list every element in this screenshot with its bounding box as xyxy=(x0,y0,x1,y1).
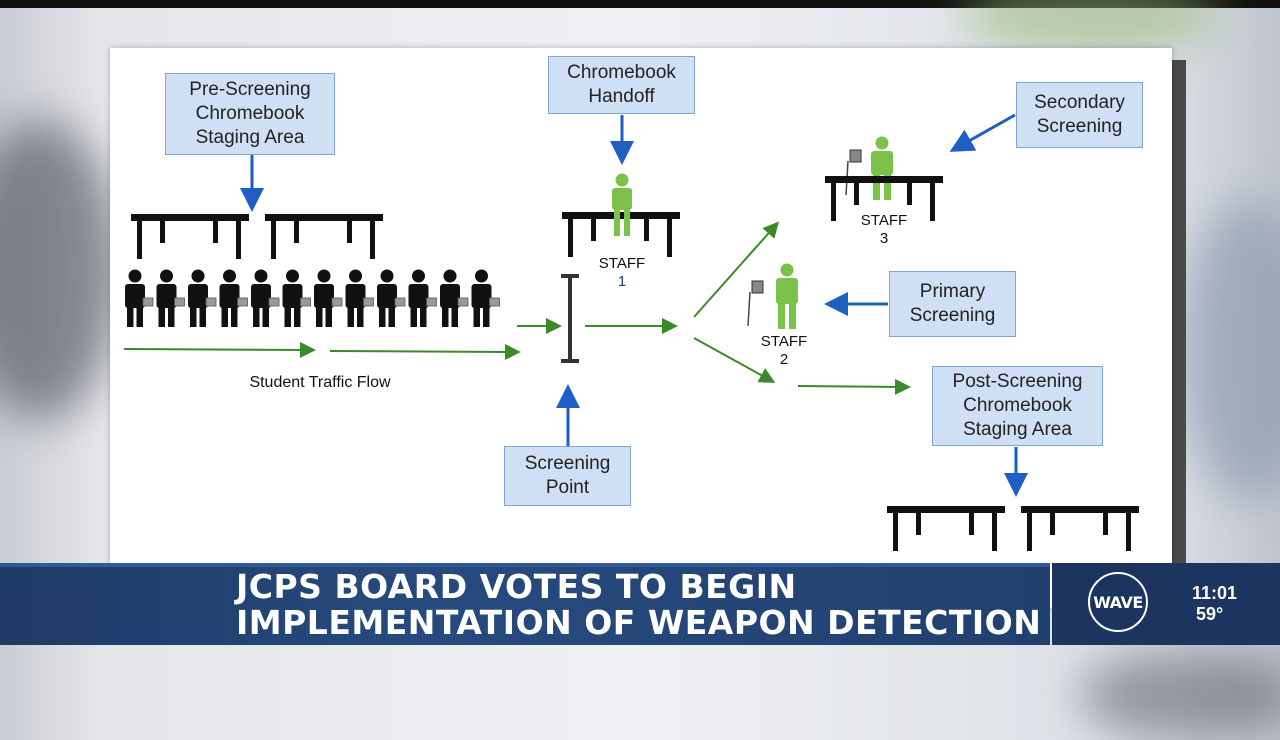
pointer-arrow xyxy=(949,113,1016,152)
post-screening-table-right xyxy=(1021,506,1139,551)
flow-arrow xyxy=(693,337,776,383)
slide-shadow xyxy=(1172,60,1186,608)
student-icon xyxy=(282,269,311,327)
screening-layout-diagram xyxy=(123,113,1139,551)
flow-arrow xyxy=(329,343,521,360)
news-lower-third: JCPS BOARD VOTES TO BEGIN IMPLEMENTATION… xyxy=(0,563,1280,645)
handoff-table xyxy=(562,212,680,257)
flow-arrow xyxy=(797,378,911,395)
screening-gate-icon xyxy=(561,274,579,363)
student-icon xyxy=(471,269,500,327)
headline-text: JCPS BOARD VOTES TO BEGIN IMPLEMENTATION… xyxy=(236,567,1042,642)
post-screening-table-left xyxy=(887,506,1005,551)
pre-screening-table-left xyxy=(131,214,249,259)
student-icon xyxy=(188,269,217,327)
station-bug: WAVE 11:01 59° xyxy=(1052,563,1280,645)
wave-logo: WAVE xyxy=(1088,572,1148,632)
student-icon xyxy=(377,269,406,327)
headline-bar xyxy=(0,563,1050,645)
student-icon xyxy=(125,269,154,327)
pre-screening-table-right xyxy=(265,214,383,259)
clock-time: 11:01 xyxy=(1192,583,1238,603)
staff-2-person-icon xyxy=(776,263,798,329)
student-icon xyxy=(156,269,185,327)
staff-3-person-icon xyxy=(871,136,893,200)
staff-1-person-icon xyxy=(612,173,632,236)
student-icon xyxy=(314,269,343,327)
headline-accent xyxy=(0,563,1050,567)
metal-detector-wand-icon xyxy=(747,280,764,327)
student-traffic-flow-label: Student Traffic Flow xyxy=(249,374,391,391)
temperature: 59° xyxy=(1196,604,1224,624)
student-icon xyxy=(440,269,469,327)
top-letterbox-bar xyxy=(0,0,1280,8)
student-icon xyxy=(219,269,248,327)
student-icon xyxy=(345,269,374,327)
student-icon xyxy=(251,269,280,327)
flow-arrow xyxy=(123,341,316,358)
student-queue xyxy=(125,269,500,327)
secondary-screening-table xyxy=(825,176,943,221)
flow-arrow xyxy=(693,221,779,318)
student-icon xyxy=(408,269,437,327)
